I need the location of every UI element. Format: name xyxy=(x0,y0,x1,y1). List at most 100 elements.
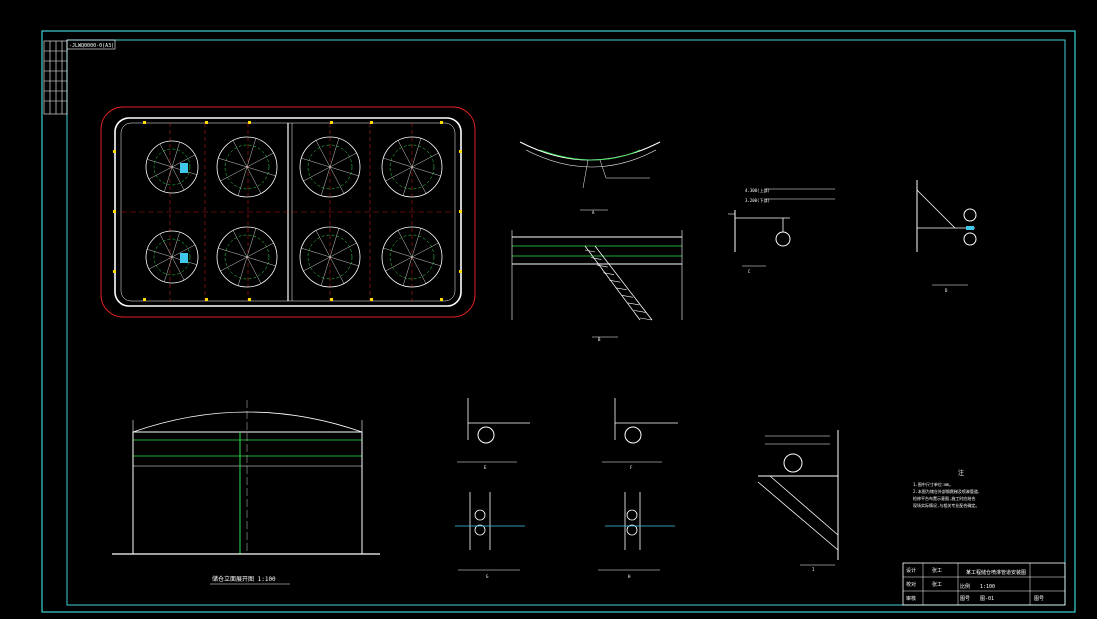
bin-radial xyxy=(232,230,248,258)
tank-elevation-view[interactable]: 储仓立面展开图 1:100 xyxy=(112,400,380,585)
bin-radial xyxy=(329,166,345,194)
bin-radial xyxy=(246,166,262,194)
bin-spray-ring xyxy=(224,144,270,190)
support-brace-2 xyxy=(769,475,839,536)
title-block[interactable]: 设计 张工 校对 张工 审核 某工程储仓喷淋管道安装图 比例 1:100 图号 … xyxy=(902,562,1066,606)
curved-pipe-green xyxy=(539,149,641,161)
bin-radial xyxy=(397,140,413,168)
plan-nodes xyxy=(113,121,462,301)
bin-spray-ring xyxy=(307,234,353,280)
bin-radial xyxy=(171,166,185,191)
bin-radial xyxy=(411,228,422,258)
title-row-value-2: 张工 xyxy=(932,581,942,588)
detail-clamp-2 xyxy=(602,398,678,463)
support-brace xyxy=(757,481,839,551)
bin-radial xyxy=(246,138,257,168)
bin-radial xyxy=(411,256,427,284)
note-line-4: 现场实际情况,与相关专业配合确定。 xyxy=(913,502,979,508)
bin-spray-ring xyxy=(307,144,353,190)
detail-curved-pipe[interactable]: A xyxy=(519,141,661,215)
detail-section-ladder[interactable]: B xyxy=(511,230,683,342)
plan-grid-axes xyxy=(169,123,413,301)
bin-radial xyxy=(237,256,248,286)
bin-spray-ring xyxy=(153,148,191,186)
bin-radial xyxy=(411,256,441,267)
plan-bins xyxy=(145,136,443,288)
bin-radial xyxy=(246,152,274,168)
bin-radial xyxy=(159,233,173,258)
bin-radial xyxy=(237,166,248,196)
bin-radial xyxy=(383,157,413,168)
bin-circle xyxy=(216,226,278,288)
drawing-tab[interactable] xyxy=(66,39,116,50)
ladder-rung xyxy=(633,310,646,313)
bin-circle xyxy=(145,140,199,194)
bin-circle xyxy=(216,136,278,198)
bin-radial xyxy=(246,228,257,258)
bin-radial xyxy=(301,247,331,258)
detail-grid-bottom[interactable]: E F G H xyxy=(455,398,678,579)
bin-radial xyxy=(159,143,173,168)
drawing-tab-label: -JLWQ0000-0(A3) xyxy=(69,43,114,49)
elevation-roof xyxy=(132,411,363,433)
bin-radial xyxy=(411,166,441,177)
bin-radial xyxy=(148,256,173,270)
bin-radial xyxy=(411,138,422,168)
bin-radial xyxy=(171,154,196,168)
bin-radial xyxy=(320,256,331,286)
bin-radial xyxy=(385,256,413,272)
detail-marker-e: E xyxy=(484,465,487,470)
bin-radial xyxy=(303,256,331,272)
title-row-value-1: 张工 xyxy=(932,567,942,574)
bin-radial xyxy=(329,256,359,267)
ladder-rung xyxy=(603,272,615,275)
detail-marker-g: G xyxy=(486,574,489,579)
bin-radial xyxy=(218,157,248,168)
bin-spray-ring xyxy=(153,238,191,276)
bin-radial xyxy=(147,159,173,168)
general-notes: 注 1.图中尺寸单位:mm。 2.本图为储仓外部钢爬梯及喷淋管道、 检修平台布置… xyxy=(913,469,982,508)
bin-radial xyxy=(315,230,331,258)
note-line-3: 检修平台布置示意图,施工时应结合 xyxy=(913,495,975,501)
notes-heading: 注 xyxy=(958,469,964,477)
detail-marker-i: I xyxy=(812,567,815,572)
bin-radial xyxy=(320,166,331,196)
bin-radial xyxy=(329,256,345,284)
ladder-rung xyxy=(639,317,653,321)
detail-pipe-clamp[interactable]: 4.300(上部) 3.200(下部) C xyxy=(728,187,835,274)
bin-radial xyxy=(246,166,276,177)
bin-radial xyxy=(329,152,357,168)
detail-cantilever-support[interactable]: I xyxy=(757,430,839,572)
title-field-value-1: 1:100 xyxy=(980,584,995,590)
bin-spray-ring xyxy=(389,234,435,280)
level-label-upper: 4.300(上部) xyxy=(745,187,770,193)
leader-line xyxy=(582,159,589,189)
bin-highlight xyxy=(180,253,188,263)
tank-plan-view[interactable] xyxy=(100,106,476,318)
ladder-stringer xyxy=(584,245,653,321)
title-block-grid xyxy=(903,563,1065,605)
bin-radial xyxy=(218,247,248,258)
bin-radial xyxy=(220,256,248,272)
bin-radial xyxy=(246,256,276,267)
ladder-rung xyxy=(597,264,608,268)
bracket-brace xyxy=(916,189,956,229)
ladder-rung xyxy=(621,295,634,298)
bin-radial xyxy=(397,230,413,258)
bin-radial xyxy=(232,140,248,168)
note-line-1: 1.图中尺寸单位:mm。 xyxy=(913,481,953,487)
title-row-label-3: 审核 xyxy=(906,595,916,602)
bin-radial xyxy=(246,256,262,284)
title-block-frame xyxy=(902,562,1066,606)
bin-radial xyxy=(220,166,248,182)
title-field-label-2: 图号 xyxy=(960,596,970,602)
title-field-value-2: 图-01 xyxy=(980,596,994,602)
bin-radial xyxy=(148,166,173,180)
detail-bracket[interactable]: D xyxy=(916,180,977,293)
bin-radial xyxy=(303,166,331,182)
level-label-lower: 3.200(下部) xyxy=(745,197,770,203)
detail-marker-a: A xyxy=(592,210,595,215)
ladder-rung xyxy=(591,257,602,260)
elevation-caption: 储仓立面展开图 1:100 xyxy=(212,575,276,583)
